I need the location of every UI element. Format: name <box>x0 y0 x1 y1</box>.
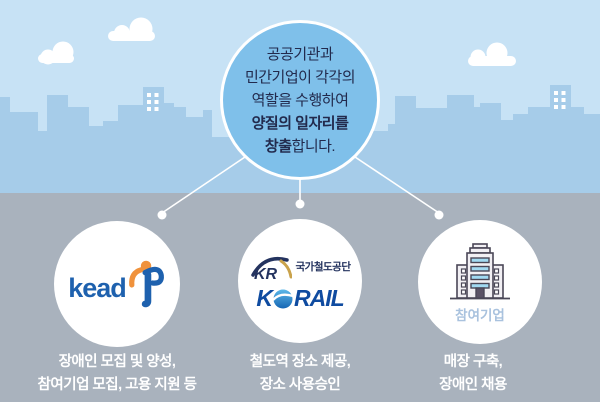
kr-logo-mark-icon: KR <box>250 256 292 281</box>
kr-org-name: 국가철도공단 <box>295 261 351 273</box>
caption-kead: 장애인 모집 및 양성, 참여기업 모집, 고용 지원 등 <box>37 354 197 393</box>
kead-person-icon <box>128 260 164 308</box>
cloud-icon <box>38 41 74 65</box>
connector-dot <box>157 199 444 220</box>
korail-globe-icon <box>272 289 293 309</box>
office-building-icon <box>450 242 510 299</box>
cloud-icon <box>108 17 155 41</box>
message-bubble: 공공기관과 민간기업이 각각의 역할을 수행하여 양질의 일자리를 창출합니다. <box>220 20 380 180</box>
korail-logo: K RAIL <box>256 284 345 311</box>
kr-logo: KR 국가철도공단 <box>250 253 351 281</box>
kead-logo-text: kead <box>68 272 127 303</box>
caption-company: 매장 구축, 장애인 채용 <box>439 354 507 393</box>
partner-circle-korail: KR 국가철도공단 K RAIL <box>238 219 362 343</box>
bubble-line: 공공기관과 <box>266 45 334 63</box>
korail-logo-rail: RAIL <box>293 284 345 311</box>
cloud-icon <box>468 42 516 66</box>
kead-logo: kead <box>68 259 166 309</box>
company-label: 참여기업 <box>455 307 505 323</box>
bubble-line-bold: 양질의 일자리를 <box>251 114 349 132</box>
city-skyline <box>0 17 600 193</box>
building-windows <box>147 91 566 111</box>
svg-text:KR: KR <box>254 266 278 281</box>
partner-circle-company: 참여기업 <box>418 220 542 344</box>
partner-circle-kead: kead <box>54 221 180 347</box>
caption-korail: 철도역 장소 제공, 장소 사용승인 <box>249 354 351 393</box>
bubble-line: 창출합니다. <box>264 137 336 155</box>
bubble-line: 역할을 수행하여 <box>251 91 349 109</box>
korail-logo-k: K <box>256 284 273 311</box>
bubble-line: 민간기업이 각각의 <box>244 68 356 86</box>
